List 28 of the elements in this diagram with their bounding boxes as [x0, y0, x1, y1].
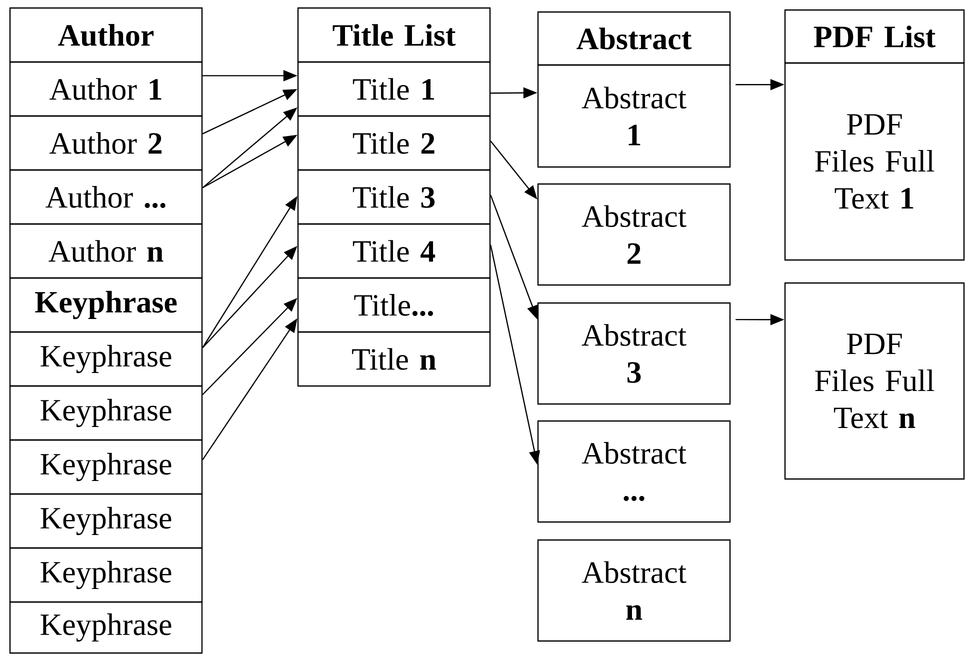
list-cell: Title...	[297, 277, 491, 333]
list-cell: Author ...	[9, 169, 203, 225]
list-cell: Author 1	[9, 61, 203, 117]
column-header: Abstract	[537, 11, 731, 66]
list-cell: Keyphrase	[9, 601, 203, 654]
pdf-box: PDF Files Full Text 1	[784, 62, 965, 261]
list-cell: Keyphrase	[9, 439, 203, 495]
list-cell: Title 2	[297, 115, 491, 171]
list-cell: Keyphrase	[9, 331, 203, 387]
column-header: Keyphrase	[9, 277, 203, 333]
list-cell: Title 3	[297, 169, 491, 225]
list-cell: Title n	[297, 331, 491, 387]
column-header: Title List	[297, 7, 491, 63]
list-cell: Keyphrase	[9, 385, 203, 441]
abstract-box: Abstract 1	[537, 64, 731, 168]
pdf-box: PDF Files Full Text n	[784, 282, 965, 480]
list-cell: Author 2	[9, 115, 203, 171]
column-header: Author	[9, 7, 203, 63]
list-cell: Author n	[9, 223, 203, 279]
list-cell: Keyphrase	[9, 547, 203, 603]
abstract-box: Abstract 3	[537, 302, 731, 405]
list-cell: Title 4	[297, 223, 491, 279]
column-header: PDF List	[784, 9, 965, 64]
list-cell: Title 1	[297, 61, 491, 117]
abstract-box: Abstract 2	[537, 183, 731, 286]
list-cell: Keyphrase	[9, 493, 203, 549]
abstract-box: Abstract n	[537, 539, 731, 642]
abstract-box: Abstract ...	[537, 420, 731, 523]
